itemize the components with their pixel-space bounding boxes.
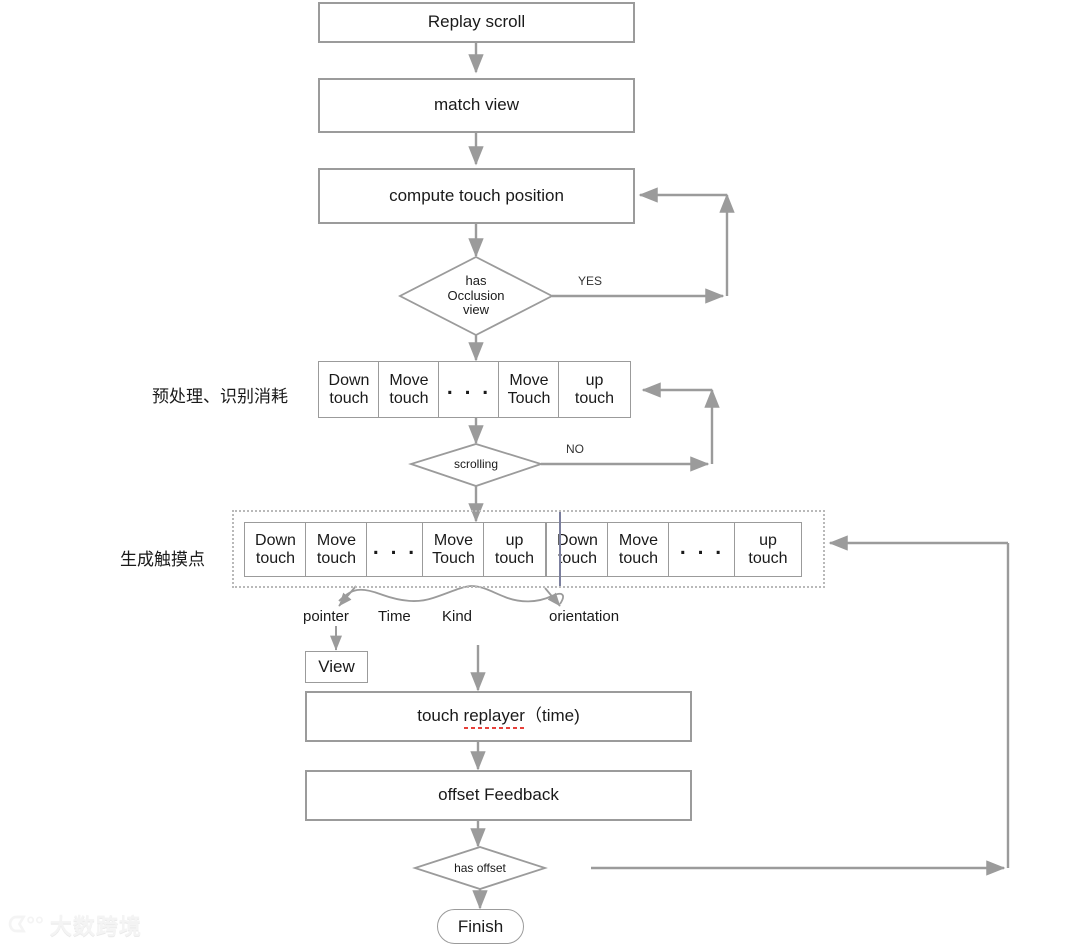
touch-event-preprocess-cell[interactable]: . . . <box>438 361 500 418</box>
touch-replayer-suffix: （time) <box>524 706 580 726</box>
touch-event-generated-b-cell[interactable]: Move touch <box>607 522 670 577</box>
node-offset-feedback-label: offset Feedback <box>438 785 559 805</box>
touch-attribute-kind: Kind <box>442 608 473 625</box>
node-replay-scroll[interactable]: Replay scroll <box>318 2 635 43</box>
node-compute-touch-position[interactable]: compute touch position <box>318 168 635 224</box>
edge-label-no-text: NO <box>566 442 584 456</box>
edge-label-yes-text: YES <box>578 274 603 288</box>
lane-label-generate-touch-points: 生成触摸点 <box>120 545 205 570</box>
touch-event-generated-a-cell[interactable]: . . . <box>366 522 424 577</box>
touch-event-generated-b-cell-label: up touch <box>748 531 788 567</box>
touch-replayer-prefix: touch <box>417 706 464 726</box>
lane-label-generate-touch-points-text: 生成触摸点 <box>120 550 205 570</box>
touch-event-preprocess-cell-label: Move Touch <box>507 371 551 407</box>
node-view-label: View <box>318 657 355 676</box>
touch-event-generated-a-cell[interactable]: Down touch <box>244 522 307 577</box>
node-offset-feedback[interactable]: offset Feedback <box>305 770 692 821</box>
node-replay-scroll-label: Replay scroll <box>427 12 526 32</box>
watermark: ᗧ°° 大数跨境 <box>8 908 168 942</box>
touch-event-generated-b-cell[interactable]: up touch <box>734 522 802 577</box>
touch-event-preprocess-cell[interactable]: Move touch <box>378 361 440 418</box>
touch-event-generated-b-cell[interactable]: Down touch <box>546 522 609 577</box>
touch-group-separator <box>559 512 561 586</box>
touch-event-preprocess-cell[interactable]: Move Touch <box>498 361 560 418</box>
touch-event-preprocess-cell-label: Move touch <box>389 371 429 407</box>
touch-event-generated-b-cell-label: . . . <box>679 535 725 559</box>
touch-event-generated-a-cell[interactable]: Move Touch <box>422 522 485 577</box>
lane-label-preprocess-text: 预处理、识别消耗 <box>152 387 288 407</box>
touch-event-preprocess-cell[interactable]: up touch <box>558 361 631 418</box>
lane-label-preprocess: 预处理、识别消耗 <box>152 382 288 407</box>
edge-label-yes: YES <box>578 274 602 288</box>
node-finish[interactable]: Finish <box>437 909 524 944</box>
touch-event-generated-b-cell-label: Down touch <box>557 531 598 567</box>
touch-event-generated-a-cell-label: Move touch <box>316 531 357 567</box>
touch-event-row-preprocess: Down touch Move touch . . . Move Touch up to… <box>318 361 637 418</box>
touch-event-generated-a-cell-label: Down touch <box>255 531 296 567</box>
node-finish-label: Finish <box>457 916 504 936</box>
touch-attribute-pointer: pointer <box>303 608 349 625</box>
node-match-view[interactable]: match view <box>318 78 635 133</box>
touch-event-preprocess-cell-label: Down touch <box>328 371 370 407</box>
touch-event-row-generated: Down touch Move touch . . . Move Touch up to… <box>244 522 814 577</box>
touch-event-generated-b-cell-label: Move touch <box>618 531 659 567</box>
touch-event-generated-a-cell[interactable]: up touch <box>483 522 546 577</box>
touch-event-generated-a-cell-label: . . . <box>372 535 418 559</box>
node-touch-replayer-label: touch replayer（time) <box>417 706 580 726</box>
touch-event-preprocess-cell-label: . . . <box>446 375 492 399</box>
touch-event-generated-a-cell[interactable]: Move touch <box>305 522 368 577</box>
touch-event-generated-a-cell-label: up touch <box>494 531 535 567</box>
node-touch-replayer[interactable]: touch replayer（time) <box>305 691 692 742</box>
touch-attribute-time: Time <box>378 608 411 625</box>
node-view[interactable]: View <box>305 651 368 683</box>
touch-event-generated-a-cell-label: Move Touch <box>432 531 475 567</box>
edge-label-no: NO <box>566 442 584 456</box>
generated-touch-group-outline <box>232 510 825 588</box>
touch-event-preprocess-cell[interactable]: Down touch <box>318 361 380 418</box>
touch-replayer-misspelled-word: replayer <box>463 706 525 726</box>
node-compute-touch-position-label: compute touch position <box>389 185 564 205</box>
node-match-view-label: match view <box>433 95 520 115</box>
touch-attribute-orientation: orientation <box>549 608 620 625</box>
touch-event-preprocess-cell-label: up touch <box>574 371 615 407</box>
watermark-text: 大数跨境 <box>49 915 142 940</box>
watermark-logo-icon: ᗧ°° <box>8 912 44 937</box>
